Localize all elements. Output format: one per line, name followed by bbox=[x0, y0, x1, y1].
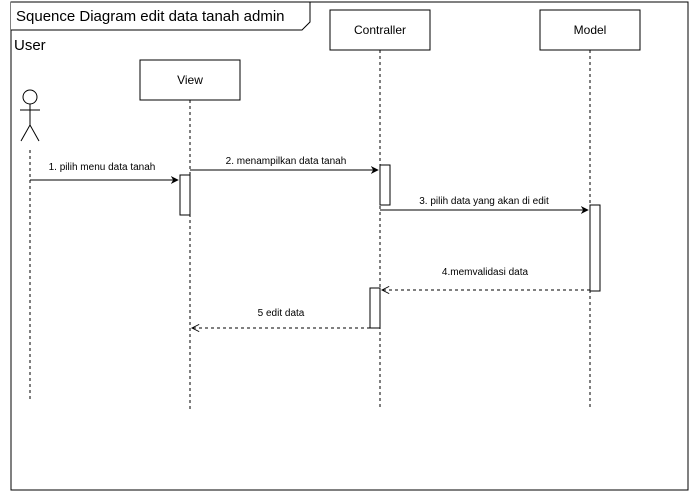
user-actor bbox=[20, 89, 40, 142]
message-2-label: 2. menampilkan data tanah bbox=[226, 156, 347, 167]
message-5-label: 5 edit data bbox=[258, 308, 305, 319]
view-activation bbox=[179, 174, 191, 216]
message-1-label: 1. pilih menu data tanah bbox=[49, 162, 156, 173]
frame-title-tab bbox=[11, 1, 311, 31]
view-lifeline-label: View bbox=[177, 73, 203, 87]
controller-lifeline-label: Contraller bbox=[354, 23, 406, 37]
actor-label: User bbox=[14, 37, 46, 54]
diagram-frame bbox=[10, 1, 689, 491]
message-4-label: 4.memvalidasi data bbox=[442, 267, 529, 278]
message-3-label: 3. pilih data yang akan di edit bbox=[419, 196, 549, 207]
frame-title: Squence Diagram edit data tanah admin bbox=[16, 8, 285, 25]
model-activation bbox=[589, 204, 601, 292]
model-lifeline-label: Model bbox=[574, 23, 607, 37]
controller-activation-1 bbox=[379, 164, 391, 206]
controller-activation-2 bbox=[369, 287, 381, 329]
view-lifeline-box bbox=[139, 59, 241, 101]
model-lifeline-box bbox=[539, 9, 641, 51]
